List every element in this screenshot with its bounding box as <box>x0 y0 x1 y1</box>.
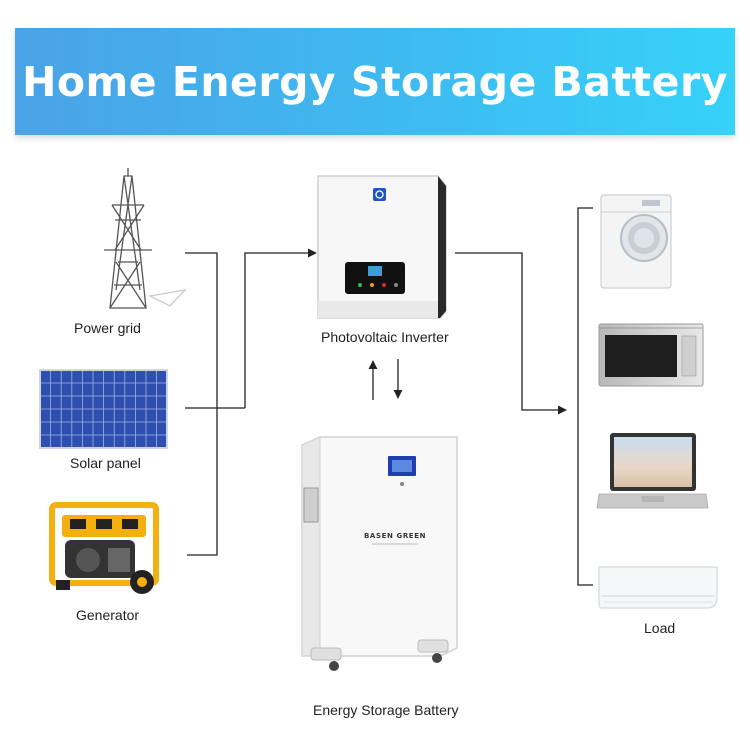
load-label: Load <box>644 620 676 636</box>
battery-label: Energy Storage Battery <box>313 702 459 718</box>
laptop-icon <box>596 433 709 509</box>
battery-cabinet-icon: BASEN GREEN <box>301 436 458 671</box>
generator-label: Generator <box>76 607 140 623</box>
microwave-icon <box>598 323 704 387</box>
source-connector-lines <box>185 248 317 556</box>
inverter-battery-arrows <box>368 359 403 400</box>
title-banner: Home Energy Storage Battery <box>15 28 735 135</box>
power-grid-label: Power grid <box>74 320 141 336</box>
page-title: Home Energy Storage Battery <box>22 57 728 106</box>
solar-panel-icon <box>39 369 168 449</box>
inverter-icon <box>317 175 447 319</box>
air-conditioner-icon <box>598 566 718 609</box>
load-connector-lines <box>455 207 593 586</box>
generator-icon <box>49 502 159 594</box>
washing-machine-icon <box>600 194 672 289</box>
solar-panel-label: Solar panel <box>70 455 141 471</box>
battery-brand-text: BASEN GREEN <box>364 532 426 540</box>
inverter-label: Photovoltaic Inverter <box>321 329 449 345</box>
power-tower-icon <box>104 168 187 309</box>
